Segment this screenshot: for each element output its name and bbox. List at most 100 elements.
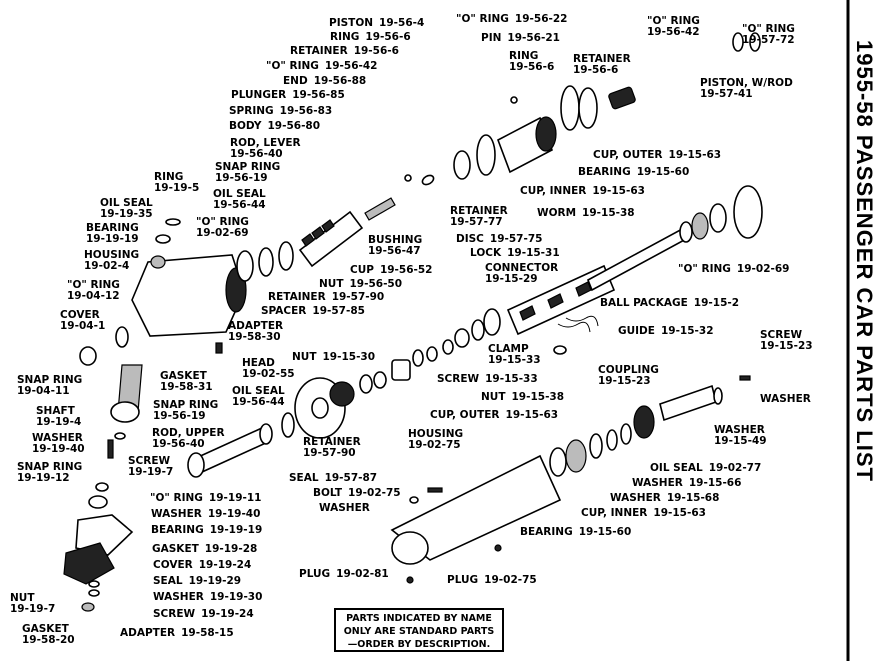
label-name: HOUSING (408, 428, 463, 440)
label-name: "O" RING (266, 60, 319, 72)
label-name: LOCK (470, 247, 502, 259)
piston-rod-part (608, 86, 636, 110)
label-name: BEARING (151, 524, 204, 536)
label-name: SEAL (153, 575, 183, 587)
label-name: CUP, OUTER (430, 409, 500, 421)
label-name: OIL SEAL (100, 197, 153, 209)
label-part-number: 19-15-63 (592, 185, 645, 197)
label-part-number: 19-15-33 (485, 373, 538, 385)
label-part-number: 19-56-40 (230, 148, 283, 160)
label-name: RETAINER (268, 291, 326, 303)
note-line-3: —ORDER BY DESCRIPTION. (347, 639, 491, 650)
label-name: RING (330, 31, 359, 43)
label-part-number: 19-19-30 (210, 591, 263, 603)
gasket-part (75, 514, 134, 556)
retainer-part (476, 134, 496, 176)
washer-bolt-part (409, 496, 419, 504)
label-name: NUT (10, 592, 35, 604)
o-ring-69-part (236, 250, 254, 282)
label-name: GUIDE (618, 325, 655, 337)
label-part-number: 19-56-19 (153, 410, 206, 422)
connector-slots (519, 281, 592, 321)
label-name: SNAP RING (153, 399, 218, 411)
label-part-number: 19-57-90 (303, 447, 356, 459)
nut-30-part (329, 381, 355, 407)
label-name: BALL PACKAGE (600, 297, 688, 309)
label-ball-package: BALL PACKAGE 19-15-2 (600, 297, 739, 309)
o-ring-left-part (115, 326, 129, 348)
cup-inner-top-part (679, 221, 693, 243)
note-line-2: ONLY ARE STANDARD PARTS (343, 626, 495, 637)
label-name: HEAD (242, 357, 275, 369)
nut-50-part (426, 346, 438, 362)
plunger-part (364, 197, 396, 221)
label-part-number: 19-19-4 (36, 416, 81, 428)
label-part-number: 19-02-75 (348, 487, 401, 499)
label-part-number: 19-15-32 (661, 325, 714, 337)
label-part-number: 19-02-81 (336, 568, 389, 580)
label-part-number: 19-56-47 (368, 245, 421, 257)
washer-30-part (88, 589, 100, 597)
snap-ring-part (258, 247, 274, 277)
label-part-number: 19-19-7 (10, 603, 55, 615)
label-part-number: 19-56-52 (380, 264, 433, 276)
label-name: OIL SEAL (232, 385, 285, 397)
label-part-number: 19-56-21 (507, 32, 560, 44)
label-name: SHAFT (36, 405, 76, 417)
label-part-number: 19-04-1 (60, 320, 105, 332)
label-part-number: 19-56-40 (152, 438, 205, 450)
washer-68-part (606, 429, 618, 451)
label-name: "O" RING (67, 279, 120, 291)
label-name: CONNECTOR (485, 262, 558, 274)
label-name: RETAINER (573, 53, 631, 65)
label-part-number: 19-57-90 (332, 291, 385, 303)
label-part-number: 19-15-29 (485, 273, 538, 285)
label-part-number: 19-15-60 (637, 166, 690, 178)
label-name: OIL SEAL (213, 188, 266, 200)
label-name: COVER (153, 559, 193, 571)
label-guide: GUIDE 19-15-32 (618, 325, 714, 337)
label-part-number: 19-19-35 (100, 208, 153, 220)
retainer-5790-part (359, 374, 373, 394)
plug-75-part (494, 544, 502, 552)
label-name: SPACER (261, 305, 306, 317)
label-name: WASHER (153, 591, 204, 603)
screw-part (107, 439, 114, 459)
label-part-number: 19-02-75 (408, 439, 461, 451)
label-part-number: 19-15-33 (488, 354, 541, 366)
oil-seal-left-part (155, 234, 171, 244)
label-name: ADAPTER (228, 320, 283, 332)
label-name: RETAINER (303, 436, 361, 448)
left-housing-assembly (63, 218, 294, 612)
label-part-number: 19-15-2 (694, 297, 739, 309)
label-part-number: 19-02-69 (737, 263, 790, 275)
adapter-part (81, 602, 95, 612)
label-name: RETAINER (450, 205, 508, 217)
retainer-ring-part (578, 87, 598, 129)
label-part-number: 19-19-29 (189, 575, 242, 587)
bearing-lower-part (565, 439, 587, 473)
label-washer-r: WASHER (760, 393, 811, 405)
spring-coils (301, 219, 335, 247)
